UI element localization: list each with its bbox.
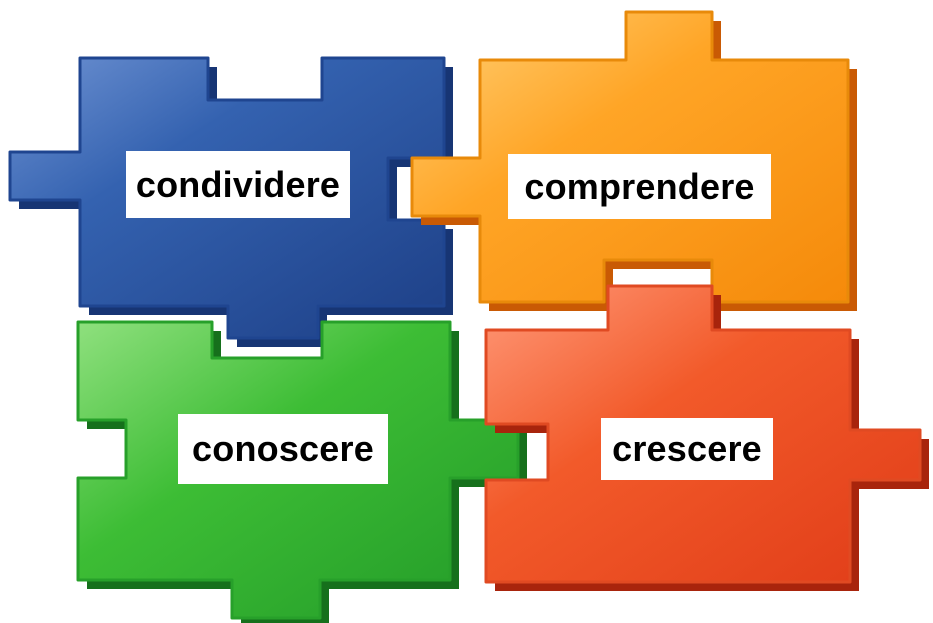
label-comprendere: comprendere [508, 154, 771, 219]
label-crescere-text: crescere [612, 428, 762, 469]
label-crescere: crescere [601, 418, 773, 480]
label-conoscere: conoscere [178, 414, 388, 484]
label-condividere-text: condividere [135, 163, 341, 205]
label-comprendere-text: comprendere [524, 165, 755, 207]
label-condividere: condividere [126, 151, 350, 218]
label-conoscere-text: conoscere [192, 428, 374, 469]
